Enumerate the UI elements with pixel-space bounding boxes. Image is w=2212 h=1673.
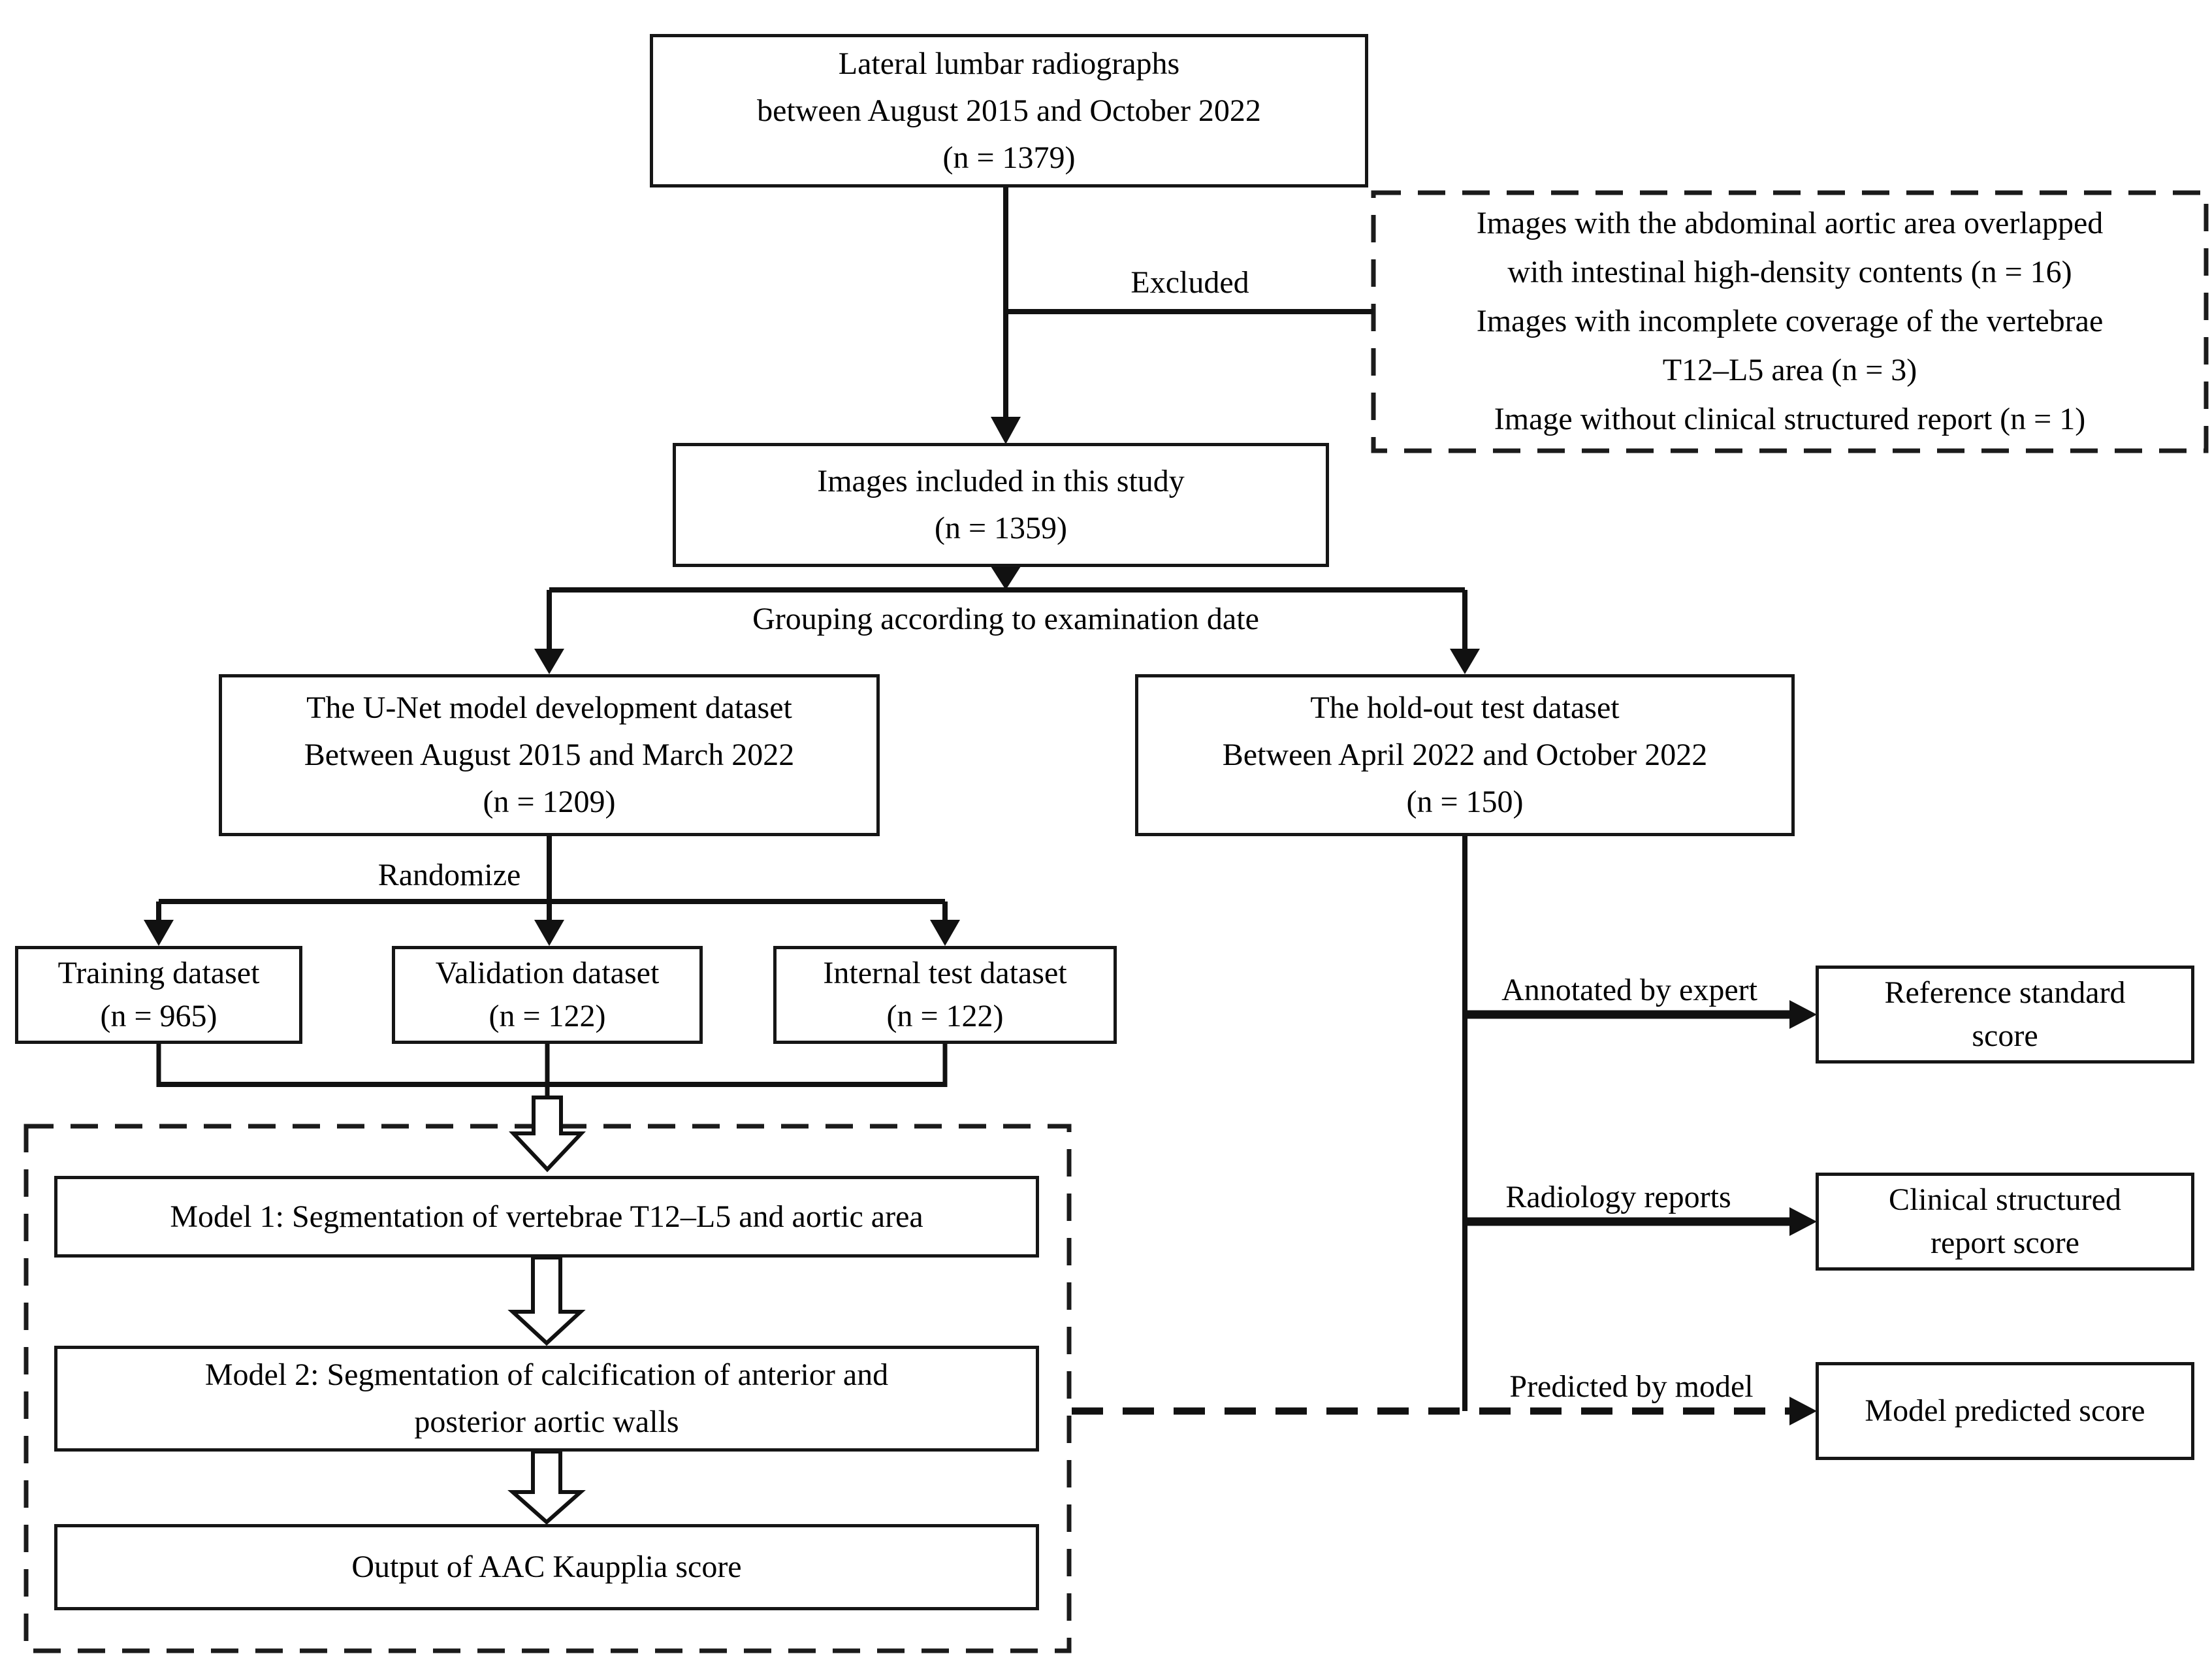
arrowhead-into-reference: [1789, 1000, 1817, 1029]
node-source: Lateral lumbar radiographs between Augus…: [650, 34, 1368, 187]
node-clinical-structured-score: Clinical structured report score: [1816, 1173, 2194, 1271]
block-arrow-into-output: [507, 1450, 586, 1525]
arrowhead-into-model-score: [1789, 1397, 1817, 1425]
edge-label-excluded: Excluded: [1130, 265, 1249, 300]
node-model-predicted-score: Model predicted score: [1816, 1362, 2194, 1460]
edge-label-predicted: Predicted by model: [1509, 1369, 1754, 1404]
node-model1: Model 1: Segmentation of vertebrae T12–L…: [54, 1176, 1039, 1258]
node-output-score: Output of AAC Kaupplia score: [54, 1524, 1039, 1610]
arrowhead-into-internal-test: [930, 920, 960, 946]
edge-label-radiology: Radiology reports: [1505, 1180, 1731, 1214]
arrowhead-into-holdout: [1450, 649, 1480, 674]
edge-label-annotated: Annotated by expert: [1501, 973, 1757, 1007]
arrowhead-into-clinical: [1789, 1207, 1817, 1236]
block-arrow-into-model2: [507, 1256, 586, 1346]
node-excluded: Images with the abdominal aortic area ov…: [1476, 206, 2104, 436]
arrowhead-into-validation: [534, 920, 564, 946]
arrowhead-into-dev: [534, 649, 564, 674]
arrowhead-into-training: [144, 920, 174, 946]
edge-label-randomize: Randomize: [377, 858, 521, 892]
edge-label-grouping: Grouping according to examination date: [752, 602, 1259, 636]
block-arrow-into-model1: [509, 1096, 586, 1173]
node-dev-dataset: The U-Net model development dataset Betw…: [219, 674, 880, 836]
arrowhead-into-included: [991, 417, 1021, 444]
node-validation-dataset: Validation dataset (n = 122): [392, 946, 703, 1044]
node-holdout-dataset: The hold-out test dataset Between April …: [1135, 674, 1795, 836]
arrowhead-into-split: [991, 566, 1021, 590]
node-model2: Model 2: Segmentation of calcification o…: [54, 1346, 1039, 1452]
node-training-dataset: Training dataset (n = 965): [15, 946, 302, 1044]
node-included: Images included in this study (n = 1359): [673, 443, 1329, 567]
node-reference-standard-score: Reference standard score: [1816, 966, 2194, 1064]
node-internal-test-dataset: Internal test dataset (n = 122): [773, 946, 1117, 1044]
